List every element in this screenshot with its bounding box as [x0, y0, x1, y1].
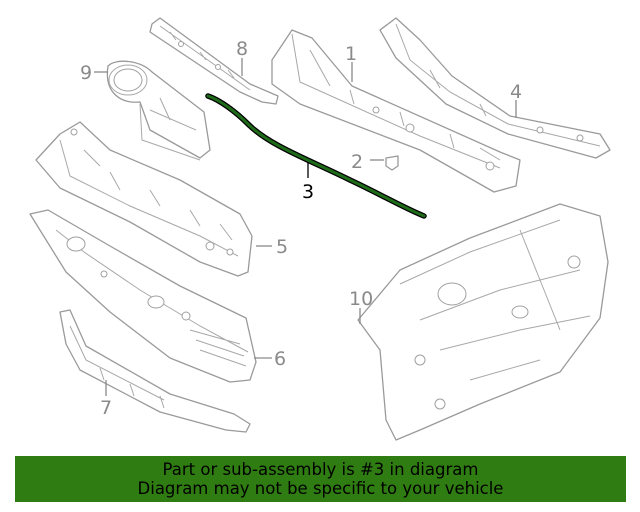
part-2-clip [385, 155, 399, 171]
callout-5: 5 [276, 236, 288, 258]
callout-6: 6 [274, 348, 286, 370]
part-9-housing [106, 60, 211, 161]
part-7-strip [59, 309, 251, 433]
callout-2: 2 [351, 151, 363, 173]
callout-10: 10 [349, 288, 373, 310]
part-8-bracket [149, 17, 279, 105]
seal-highlight [206, 94, 426, 218]
banner-line-2: Diagram may not be specific to your vehi… [137, 479, 504, 498]
callout-3: 3 [302, 181, 314, 203]
callout-7: 7 [100, 397, 112, 419]
part-10-dash-panel [357, 203, 609, 441]
callout-1: 1 [345, 43, 357, 65]
part-6-insulator [29, 209, 257, 383]
callout-8: 8 [236, 38, 248, 60]
part-1-cowl-top [271, 29, 521, 193]
part-4-rail [379, 17, 611, 159]
banner-line-1: Part or sub-assembly is #3 in diagram [162, 460, 479, 479]
callout-9: 9 [80, 62, 92, 84]
callout-4: 4 [510, 81, 522, 103]
part-3-seal [205, 93, 427, 219]
parts-diagram: 1 2 3 4 5 6 7 8 9 10 [29, 17, 611, 441]
info-banner: Part or sub-assembly is #3 in diagram Di… [15, 456, 626, 502]
part-5-cowl-panel [35, 121, 253, 277]
